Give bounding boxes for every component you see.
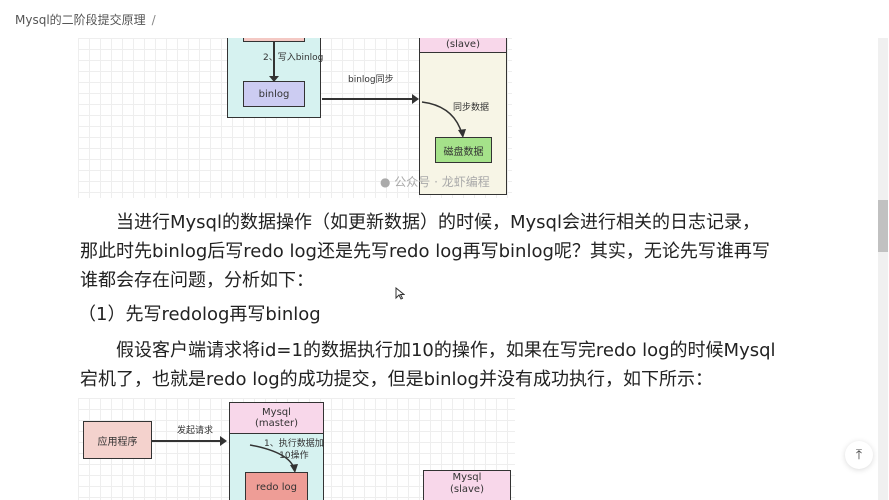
binlog-box: binlog: [243, 81, 305, 107]
mouse-cursor-icon: [395, 287, 405, 300]
arrow-line: [273, 42, 275, 78]
slave-header: Mysql(slave): [423, 470, 511, 500]
slave-header: (slave): [419, 38, 507, 53]
app-box: 应用程序: [83, 421, 152, 459]
breadcrumb-title[interactable]: Mysql的二阶段提交原理: [15, 13, 146, 27]
master-header: Mysql(master): [229, 402, 324, 434]
disk-data-box: 磁盘数据: [435, 137, 492, 163]
scrollbar[interactable]: [878, 38, 888, 500]
paragraph-2: 假设客户端请求将id=1的数据执行加10的操作，如果在写完redo log的时候…: [80, 336, 810, 394]
text-line: 谁都会存在问题，分析如下：: [80, 270, 314, 291]
slave-container: [419, 38, 507, 195]
breadcrumb-separator: /: [151, 13, 156, 27]
text-line: 当进行Mysql的数据操作（如更新数据）的时候，Mysql会进行相关的日志记录，: [116, 212, 760, 233]
sync-arrow-head: [412, 94, 419, 104]
exec-curve-arrow: [249, 444, 298, 473]
watermark: ● 公众号 · 龙虾编程: [380, 175, 490, 189]
section-heading: （1）先写redolog再写binlog: [78, 304, 321, 325]
request-label: 发起请求: [177, 426, 214, 436]
request-arrow-head: [220, 436, 227, 446]
back-to-top-button[interactable]: ⤒: [845, 441, 873, 469]
redo-box-partial: [243, 38, 305, 42]
slave-role: (slave): [450, 484, 484, 495]
binlog-sync-label: binlog同步: [348, 75, 394, 85]
breadcrumb: Mysql的二阶段提交原理 /: [15, 11, 156, 28]
sync-arrow: [322, 98, 414, 100]
scrollbar-thumb[interactable]: [878, 200, 888, 252]
sync-curve-arrow: [421, 101, 466, 138]
write-binlog-label: 2、写入binlog: [263, 53, 324, 63]
text-line: 那此时先binlog后写redo log还是先写redo log再写binlog…: [80, 241, 770, 262]
diagram-binlog-sync: 2、写入binlog binlog binlog同步 (slave) 同步数据 …: [78, 38, 512, 198]
master-role: (master): [254, 418, 299, 429]
request-arrow: [152, 440, 222, 442]
arrow-to-top-icon: ⤒: [855, 447, 863, 463]
sync-data-label: 同步数据: [453, 103, 490, 113]
arrow-head: [269, 76, 279, 82]
master-name: Mysql: [262, 407, 291, 418]
paragraph-1: 当进行Mysql的数据操作（如更新数据）的时候，Mysql会进行相关的日志记录，…: [80, 208, 810, 295]
slave-name: Mysql: [452, 472, 482, 483]
text-line: 假设客户端请求将id=1的数据执行加10的操作，如果在写完redo log的时候…: [116, 340, 776, 361]
redo-log-box: redo log: [245, 472, 308, 500]
text-line: 宕机了，也就是redo log的成功提交，但是binlog并没有成功执行，如下所…: [80, 369, 713, 390]
